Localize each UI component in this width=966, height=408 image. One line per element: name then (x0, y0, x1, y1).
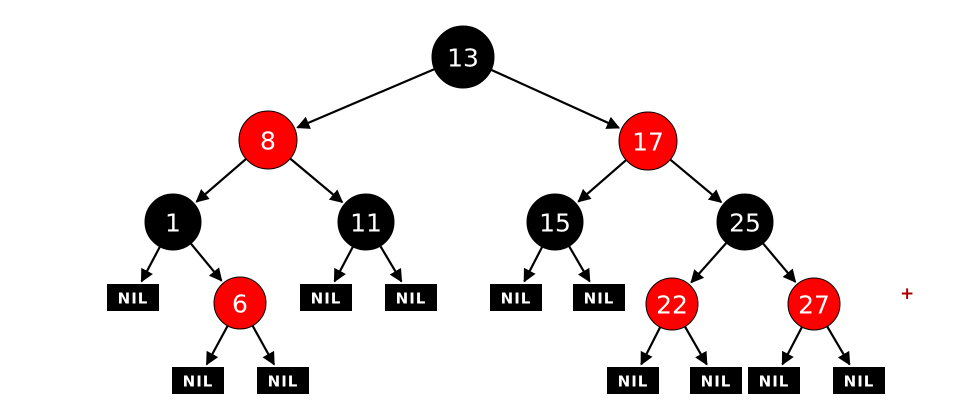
tree-edge-n27-to-nil10 (781, 326, 803, 366)
node-key-label: 8 (260, 127, 276, 156)
tree-edge-n13-to-n8 (296, 68, 435, 129)
nil-box (107, 284, 159, 311)
tree-node-15[interactable]: 15 (526, 193, 584, 251)
nil-nodes-layer: NIL NIL NIL NIL NIL NIL NIL NIL NIL NIL NIL (107, 284, 885, 394)
tree-edge-n15-to-nil5 (568, 245, 591, 283)
tree-edge-n22-to-nil9 (684, 325, 708, 366)
nil-leaf-node: NIL (833, 367, 885, 394)
nil-label: NIL (759, 373, 790, 391)
tree-edge-n6-to-nil6 (205, 325, 229, 366)
node-key-label: 17 (632, 128, 664, 157)
node-key-label: 25 (729, 209, 761, 238)
nil-leaf-node: NIL (607, 367, 659, 394)
nil-leaf-node: NIL (107, 284, 159, 311)
nil-label: NIL (268, 373, 299, 391)
nil-label: NIL (183, 373, 214, 391)
node-key-label: 22 (656, 291, 688, 320)
tree-node-6[interactable]: 6 (213, 276, 267, 330)
tree-edge-n1-to-nil1 (140, 246, 161, 283)
tree-node-1[interactable]: 1 (144, 193, 202, 251)
nil-leaf-node: NIL (748, 367, 800, 394)
node-circle-black (526, 193, 584, 251)
nil-leaf-node: NIL (300, 284, 352, 311)
tree-edge-n25-to-n22 (690, 242, 728, 284)
nil-label: NIL (396, 290, 427, 308)
tree-edge-n27-to-nil11 (826, 325, 851, 366)
nil-label: NIL (584, 290, 615, 308)
tree-node-22[interactable]: 22 (645, 277, 699, 331)
node-key-label: 15 (539, 209, 571, 238)
tree-edge-n25-to-n27 (762, 242, 797, 283)
tree-edge-n22-to-nil8 (640, 326, 662, 366)
node-key-label: 1 (165, 209, 181, 238)
nil-box (172, 367, 224, 394)
tree-edge-n17-to-n25 (669, 158, 723, 203)
nil-box (690, 367, 742, 394)
nil-leaf-node: NIL (573, 284, 625, 311)
nil-leaf-node: NIL (690, 367, 742, 394)
tree-edge-n11-to-nil2 (333, 246, 354, 283)
nil-label: NIL (118, 290, 149, 308)
nil-box (385, 284, 437, 311)
tree-edge-n15-to-nil4 (523, 246, 544, 283)
nil-leaf-node: NIL (257, 367, 309, 394)
tree-edge-n13-to-n17 (490, 68, 621, 129)
tree-node-17[interactable]: 17 (618, 111, 678, 171)
nil-leaf-node: NIL (490, 284, 542, 311)
tree-edge-n8-to-n1 (195, 158, 247, 203)
tree-edge-n6-to-nil7 (251, 325, 276, 366)
tree-node-11[interactable]: 11 (337, 193, 395, 251)
nil-box (607, 367, 659, 394)
tree-node-27[interactable]: 27 (787, 277, 841, 331)
node-circle-black (431, 25, 495, 89)
tree-node-8[interactable]: 8 (238, 110, 298, 170)
node-key-label: 11 (350, 209, 382, 238)
node-circle-red (645, 277, 699, 331)
node-key-label: 27 (798, 291, 830, 320)
nil-box (748, 367, 800, 394)
node-key-label: 6 (232, 290, 248, 319)
nil-box (257, 367, 309, 394)
node-circle-red (618, 111, 678, 171)
node-circle-black (144, 193, 202, 251)
tree-edge-n8-to-n11 (289, 157, 344, 203)
tree-node-25[interactable]: 25 (716, 193, 774, 251)
nil-box (833, 367, 885, 394)
node-circle-red (787, 277, 841, 331)
edges-layer (140, 68, 851, 366)
nil-label: NIL (618, 373, 649, 391)
node-circle-red (238, 110, 298, 170)
nil-box (573, 284, 625, 311)
node-key-label: 13 (447, 44, 479, 73)
nil-label: NIL (501, 290, 532, 308)
nil-label: NIL (701, 373, 732, 391)
tree-edge-n1-to-n6 (190, 242, 223, 282)
tree-edge-n17-to-n15 (577, 159, 627, 203)
nil-label: NIL (844, 373, 875, 391)
nil-box (300, 284, 352, 311)
nil-leaf-node: NIL (385, 284, 437, 311)
node-circle-black (337, 193, 395, 251)
tree-edge-n11-to-nil3 (379, 245, 403, 283)
plus-marker[interactable]: + (900, 284, 915, 304)
nil-label: NIL (311, 290, 342, 308)
tree-node-13[interactable]: 13 (431, 25, 495, 89)
nil-leaf-node: NIL (172, 367, 224, 394)
node-circle-black (716, 193, 774, 251)
node-circle-red (213, 276, 267, 330)
nil-box (490, 284, 542, 311)
